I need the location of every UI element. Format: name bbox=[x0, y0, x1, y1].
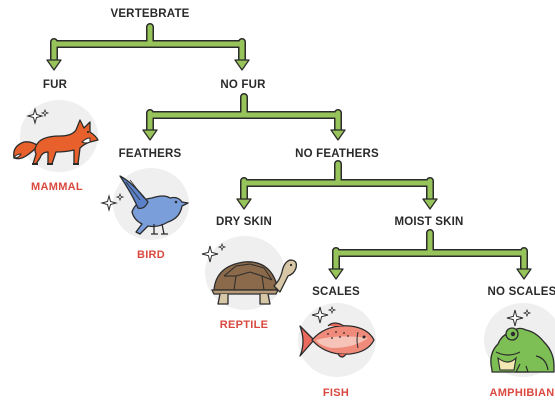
fish-icon bbox=[298, 320, 376, 364]
class-fish: FISH bbox=[323, 387, 349, 399]
node-vertebrate: VERTEBRATE bbox=[110, 8, 189, 20]
node-fur: FUR bbox=[43, 79, 67, 91]
branch-arrow-no-fur bbox=[143, 97, 345, 140]
node-dry-skin: DRY SKIN bbox=[216, 216, 272, 228]
node-no-feathers: NO FEATHERS bbox=[295, 148, 379, 160]
node-no-scales: NO SCALES bbox=[488, 286, 555, 298]
frog-icon bbox=[486, 322, 555, 376]
fox-icon bbox=[10, 108, 102, 170]
node-moist-skin: MOIST SKIN bbox=[394, 216, 463, 228]
tortoise-icon bbox=[210, 252, 300, 308]
branch-arrow-no-feathers bbox=[237, 164, 437, 209]
branch-arrow-moist-skin bbox=[329, 233, 531, 279]
class-bird: BIRD bbox=[137, 249, 165, 261]
class-reptile: REPTILE bbox=[220, 319, 269, 331]
node-feathers: FEATHERS bbox=[119, 148, 182, 160]
class-mammal: MAMMAL bbox=[31, 181, 83, 193]
bird-icon bbox=[118, 172, 190, 238]
node-no-fur: NO FUR bbox=[220, 79, 265, 91]
class-amphibian: AMPHIBIAN bbox=[489, 387, 554, 399]
node-scales: SCALES bbox=[312, 286, 360, 298]
branch-arrow-vertebrate bbox=[47, 27, 249, 70]
